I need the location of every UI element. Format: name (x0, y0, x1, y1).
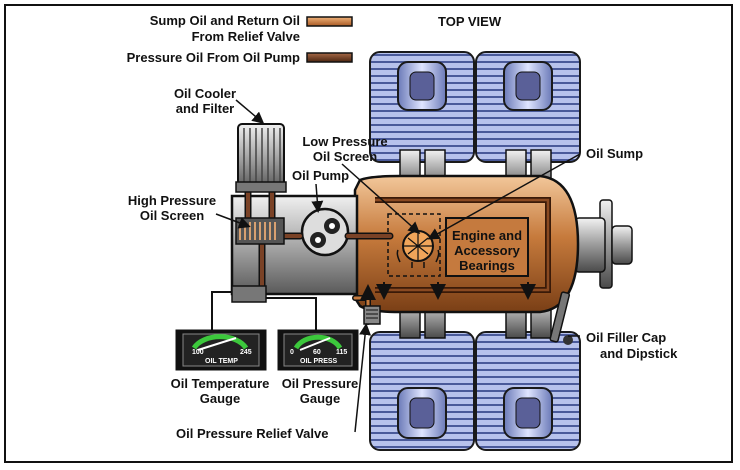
label-press-gauge-1: Oil Pressure (281, 376, 359, 391)
svg-text:115: 115 (336, 349, 347, 356)
dipstick (549, 291, 573, 345)
gauge-lines (211, 285, 317, 330)
svg-text:245: 245 (240, 349, 252, 356)
crankcase (353, 174, 580, 314)
svg-text:60: 60 (313, 349, 321, 356)
legend-pressure: Pressure Oil From Oil Pump (126, 50, 300, 65)
svg-text:100: 100 (192, 349, 204, 356)
legend-swatch-sump (306, 16, 353, 27)
oil-temp-gauge: 100 245 OIL TEMP (175, 329, 267, 371)
sump-screen (396, 230, 440, 268)
label-low-pressure-2: Oil Screen (312, 149, 378, 164)
label-temp-gauge-2: Gauge (199, 391, 241, 406)
diagram-frame (4, 4, 733, 463)
cylinder-bottom-left (369, 295, 475, 451)
propeller-hub (574, 199, 633, 289)
cylinder-top-right (475, 51, 581, 197)
label-oil-pump: Oil Pump (292, 168, 350, 183)
label-bearings-3: Bearings (459, 258, 515, 273)
callout-lines (215, 99, 581, 433)
view-title: TOP VIEW (438, 14, 502, 29)
label-bearings-2: Accessory (454, 243, 520, 258)
legend-sump-line1: Sump Oil and Return Oil (149, 13, 300, 28)
high-pressure-screen (235, 217, 285, 245)
label-high-pressure-2: Oil Screen (139, 208, 205, 223)
label-bearings-1: Engine and (451, 228, 523, 243)
label-press-gauge-2: Gauge (299, 391, 341, 406)
label-oil-sump: Oil Sump (586, 146, 644, 161)
svg-text:OIL PRESS: OIL PRESS (300, 358, 338, 365)
label-filler-2: and Dipstick (600, 346, 678, 361)
accessory-housing (230, 194, 359, 296)
svg-text:0: 0 (290, 349, 294, 356)
legend-sump-line2: From Relief Valve (191, 29, 300, 44)
legend-swatch-pressure (306, 52, 353, 63)
oil-pressure-gauge: 0 60 115 OIL PRESS (277, 329, 359, 371)
label-high-pressure-1: High Pressure (127, 193, 217, 208)
cylinder-top-left (369, 51, 475, 197)
label-low-pressure-1: Low Pressure (302, 134, 388, 149)
label-oil-cooler-2: and Filter (175, 101, 235, 116)
label-oil-cooler-1: Oil Cooler (173, 86, 237, 101)
svg-text:OIL TEMP: OIL TEMP (205, 358, 238, 365)
label-relief-valve: Oil Pressure Relief Valve (176, 426, 329, 441)
oil-cooler (235, 123, 287, 193)
label-filler-1: Oil Filler Cap (586, 330, 667, 345)
cylinder-bottom-right (475, 295, 581, 451)
relief-valve (360, 282, 536, 325)
label-temp-gauge-1: Oil Temperature (170, 376, 270, 391)
